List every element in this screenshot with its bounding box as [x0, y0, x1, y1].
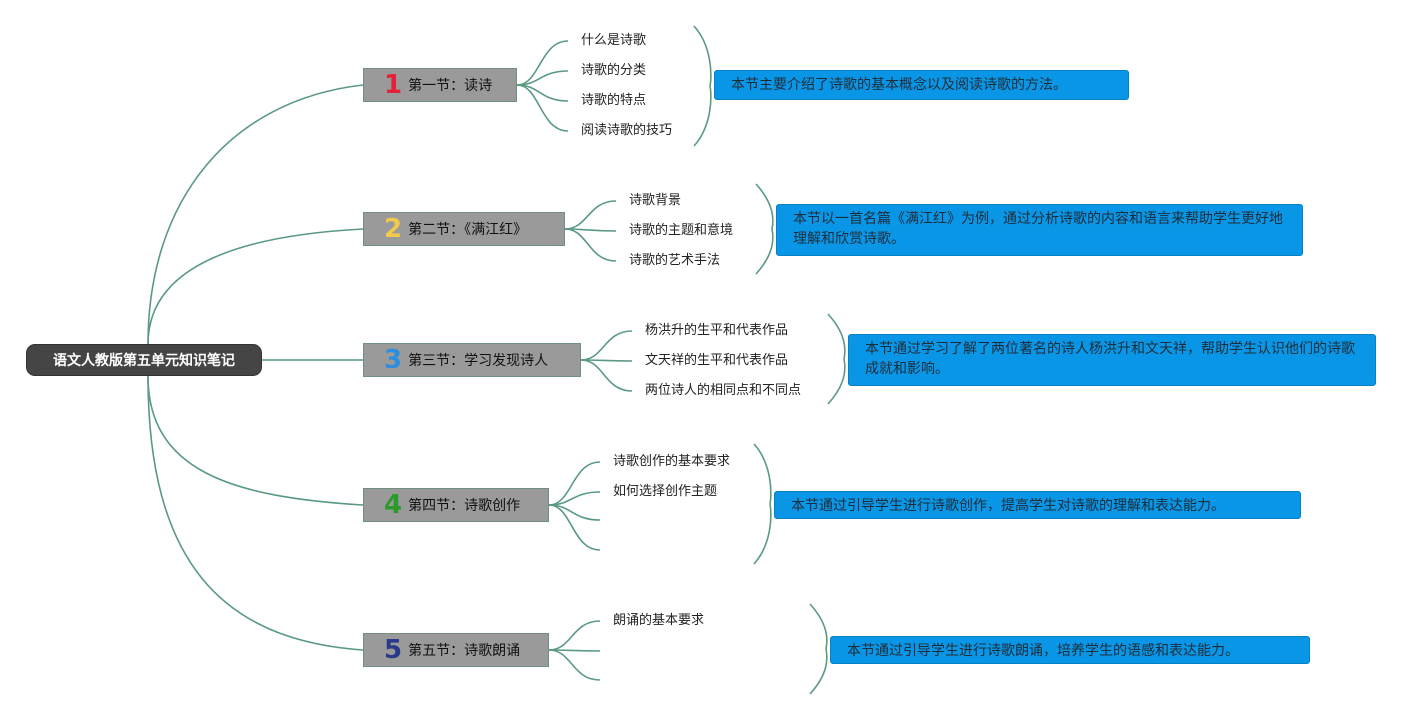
section-1-item-4[interactable]: 阅读诗歌的技巧 — [581, 123, 673, 138]
section-5-summary[interactable]: 本节通过引导学生进行诗歌朗诵，培养学生的语感和表达能力。 — [830, 636, 1310, 664]
section-2-branch-3 — [564, 228, 617, 262]
section-3-item-2[interactable]: 文天祥的生平和代表作品 — [645, 353, 789, 368]
section-3-branch-3 — [580, 359, 633, 392]
section-1-bracket — [693, 25, 712, 147]
section-2-summary[interactable]: 本节以一首名篇《满江红》为例，通过分析诗歌的内容和语言来帮助学生更好地理解和欣赏… — [776, 204, 1303, 256]
section-2-branch-1 — [564, 200, 617, 230]
section-4-summary[interactable]: 本节通过引导学生进行诗歌创作，提高学生对诗歌的理解和表达能力。 — [774, 491, 1301, 519]
root-to-section-2 — [147, 228, 364, 345]
section-4-item-1[interactable]: 诗歌创作的基本要求 — [613, 454, 731, 469]
section-1-branch-1 — [516, 40, 569, 86]
section-1-title: 第一节：读诗 — [408, 78, 493, 94]
section-1-item-3[interactable]: 诗歌的特点 — [581, 93, 647, 108]
section-2-number: 2 — [384, 214, 403, 244]
section-4-number: 4 — [384, 490, 403, 520]
section-3-node[interactable]: 3 第三节：学习发现诗人 — [363, 343, 581, 377]
section-1-branch-4 — [516, 84, 569, 132]
section-5-branch-1 — [548, 620, 601, 651]
section-3-number: 3 — [384, 345, 403, 375]
section-3-branch-1 — [580, 330, 633, 361]
section-1-item-1[interactable]: 什么是诗歌 — [581, 33, 647, 48]
section-5-bracket — [809, 603, 828, 695]
section-2-node[interactable]: 2 第二节：《满江红》 — [363, 212, 565, 246]
section-3-title: 第三节：学习发现诗人 — [408, 353, 549, 369]
section-5-title: 第五节：诗歌朗诵 — [408, 643, 521, 659]
section-1-item-2[interactable]: 诗歌的分类 — [581, 63, 647, 78]
section-5-number: 5 — [384, 635, 403, 665]
section-3-bracket — [827, 313, 846, 405]
section-5-branch-3 — [548, 649, 601, 681]
section-2-item-1[interactable]: 诗歌背景 — [629, 193, 682, 208]
section-3-item-3[interactable]: 两位诗人的相同点和不同点 — [645, 383, 802, 398]
section-1-summary[interactable]: 本节主要介绍了诗歌的基本概念以及阅读诗歌的方法。 — [714, 70, 1129, 100]
root-node[interactable]: 语文人教版第五单元知识笔记 — [26, 344, 262, 376]
section-2-bracket — [755, 183, 774, 275]
section-3-item-1[interactable]: 杨洪升的生平和代表作品 — [645, 323, 789, 338]
section-4-bracket — [753, 443, 772, 565]
root-to-section-4 — [147, 375, 364, 506]
root-to-section-5 — [147, 375, 364, 651]
section-4-title: 第四节：诗歌创作 — [408, 498, 521, 514]
section-5-node[interactable]: 5 第五节：诗歌朗诵 — [363, 633, 549, 667]
section-2-item-2[interactable]: 诗歌的主题和意境 — [629, 223, 734, 238]
section-3-summary[interactable]: 本节通过学习了解了两位著名的诗人杨洪升和文天祥，帮助学生认识他们的诗歌成就和影响… — [848, 334, 1376, 386]
section-1-number: 1 — [384, 70, 403, 100]
section-4-branch-1 — [548, 461, 601, 506]
section-2-title: 第二节：《满江红》 — [408, 222, 528, 238]
section-5-item-1[interactable]: 朗诵的基本要求 — [613, 613, 705, 628]
section-4-branch-4 — [548, 504, 601, 551]
section-1-node[interactable]: 1 第一节：读诗 — [363, 68, 517, 102]
section-4-node[interactable]: 4 第四节：诗歌创作 — [363, 488, 549, 522]
section-4-item-2[interactable]: 如何选择创作主题 — [613, 484, 718, 499]
section-2-item-3[interactable]: 诗歌的艺术手法 — [629, 253, 721, 268]
root-to-section-1 — [147, 84, 364, 345]
